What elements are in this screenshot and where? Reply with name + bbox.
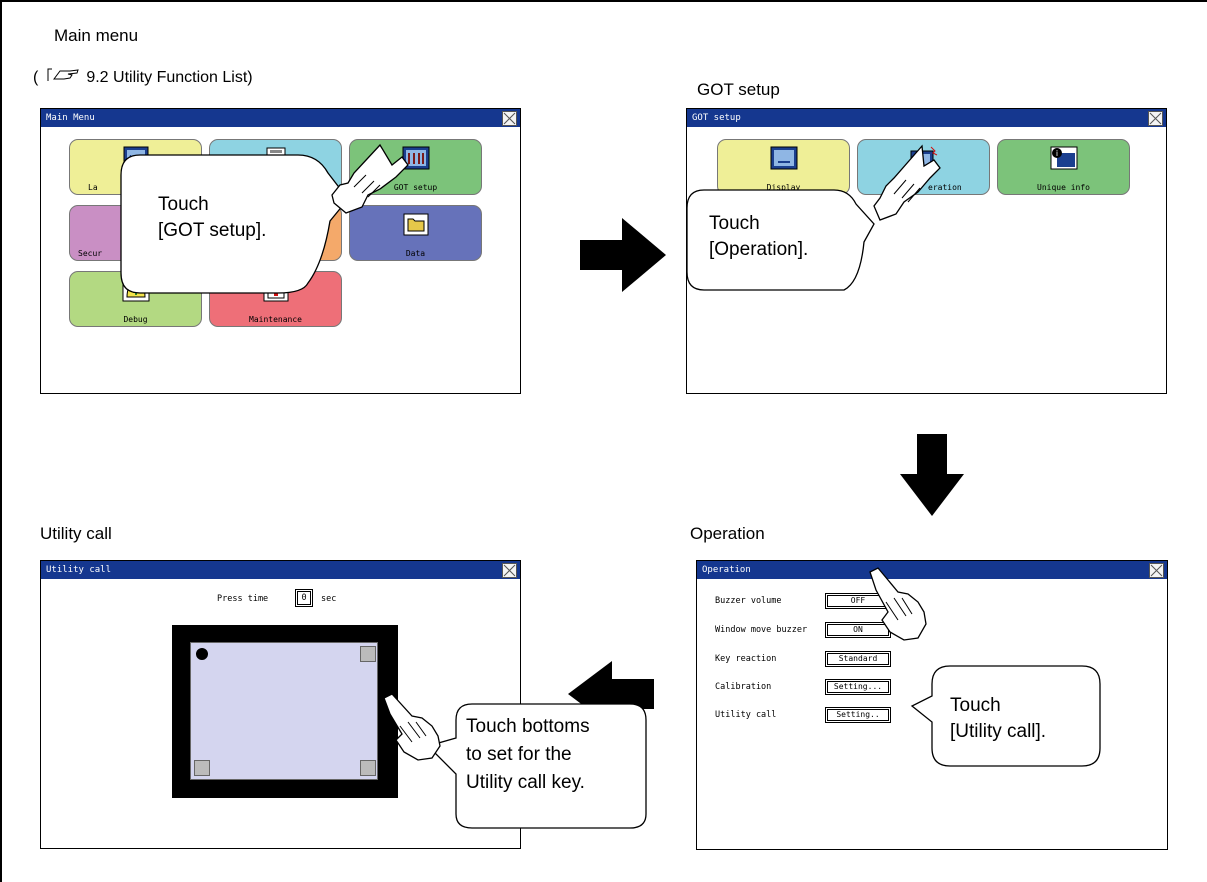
arrow-down-icon	[900, 434, 964, 516]
row-calibration-label: Calibration	[715, 682, 772, 692]
svg-text:i: i	[1055, 149, 1057, 158]
got-setup-icon	[401, 145, 431, 173]
callout-got-setup-line1: Touch	[158, 194, 209, 215]
main-menu-title: Main Menu	[46, 113, 95, 123]
corner-bottom-right[interactable]	[360, 760, 376, 776]
callout-utility-call-line2: [Utility call].	[950, 721, 1047, 742]
callout-operation: Touch [Operation].	[684, 142, 944, 302]
arrow-left-icon	[568, 661, 654, 727]
utility-call-titlebar: Utility call	[41, 561, 520, 579]
tile-unique-info-label: Unique info	[1037, 183, 1090, 192]
callout-utility-call: Touch [Utility call].	[868, 562, 1108, 774]
main-menu-titlebar: Main Menu	[41, 109, 520, 127]
callout-bottoms-line3: Utility call key.	[466, 772, 585, 793]
callout-bottoms: Touch bottoms to set for the Utility cal…	[382, 690, 666, 830]
key-reaction-button[interactable]: Standard	[825, 651, 891, 667]
touch-panel-area	[190, 642, 378, 780]
press-time-label: Press time	[217, 594, 269, 604]
tile-display-label: Display	[766, 183, 801, 192]
main-menu-caption: Main menu	[54, 26, 139, 45]
reference-pointer-icon	[46, 67, 80, 88]
callout-got-setup: Touch [GOT setup].	[118, 143, 418, 303]
folder-icon	[401, 211, 431, 239]
touch-panel-frame	[172, 625, 398, 798]
corner-top-left-selected[interactable]	[194, 646, 210, 662]
display-icon	[769, 145, 799, 173]
utility-call-setting-button[interactable]: Setting..	[825, 707, 891, 723]
callout-bottoms-line2: to set for the	[466, 744, 572, 765]
tile-maintenance-label: Maintenance	[249, 315, 302, 324]
callout-utility-call-line1: Touch	[950, 695, 1001, 716]
operation-caption: Operation	[690, 524, 765, 543]
tile-security-label: Secur	[78, 249, 103, 258]
operation-title: Operation	[702, 565, 751, 575]
info-icon: i	[1049, 145, 1079, 173]
tile-language-label: La	[88, 183, 98, 192]
callout-operation-line2: [Operation].	[709, 239, 809, 260]
close-icon[interactable]	[1149, 563, 1164, 578]
close-icon[interactable]	[502, 111, 517, 126]
hand-pointer-icon	[331, 143, 409, 214]
hand-pointer-icon	[869, 567, 927, 641]
callout-operation-line1: Touch	[709, 213, 760, 234]
utility-call-title: Utility call	[46, 565, 112, 575]
tile-unique-info[interactable]: i Unique info	[997, 139, 1130, 195]
corner-top-right[interactable]	[360, 646, 376, 662]
utility-call-caption: Utility call	[40, 524, 112, 543]
tile-operation-label: eration	[928, 183, 962, 192]
hand-pointer-icon	[873, 144, 941, 221]
tile-display[interactable]: Display	[717, 139, 850, 195]
got-setup-caption: GOT setup	[697, 80, 780, 99]
got-setup-title: GOT setup	[692, 113, 741, 123]
callout-bottoms-line1: Touch bottoms	[466, 716, 590, 737]
press-time-unit: sec	[321, 594, 337, 604]
hand-pointer-icon	[383, 693, 441, 761]
reference-text: 9.2 Utility Function List)	[86, 68, 253, 86]
row-buzzer-volume-label: Buzzer volume	[715, 596, 782, 606]
close-icon[interactable]	[502, 563, 517, 578]
tile-debug-label: Debug	[123, 315, 148, 324]
utility-call-screen: Utility call Press time 0 sec	[40, 560, 521, 849]
row-key-reaction-label: Key reaction	[715, 654, 777, 664]
reference-link[interactable]: ( 9.2 Utility Function List)	[33, 67, 253, 88]
reference-open-paren: (	[33, 68, 39, 86]
operation-titlebar: Operation	[697, 561, 1167, 579]
row-window-move-buzzer-label: Window move buzzer	[715, 625, 808, 635]
callout-got-setup-line2: [GOT setup].	[158, 220, 267, 241]
corner-bottom-left[interactable]	[194, 760, 210, 776]
press-time-input[interactable]: 0	[295, 589, 313, 607]
got-setup-titlebar: GOT setup	[687, 109, 1166, 127]
tile-data-label: Data	[405, 249, 426, 258]
row-utility-call-label: Utility call	[715, 710, 777, 720]
tile-got-setup-label: GOT setup	[393, 183, 438, 192]
calibration-button[interactable]: Setting...	[825, 679, 891, 695]
close-icon[interactable]	[1148, 111, 1163, 126]
tile-data[interactable]: Data	[349, 205, 482, 261]
arrow-right-icon	[580, 218, 666, 292]
